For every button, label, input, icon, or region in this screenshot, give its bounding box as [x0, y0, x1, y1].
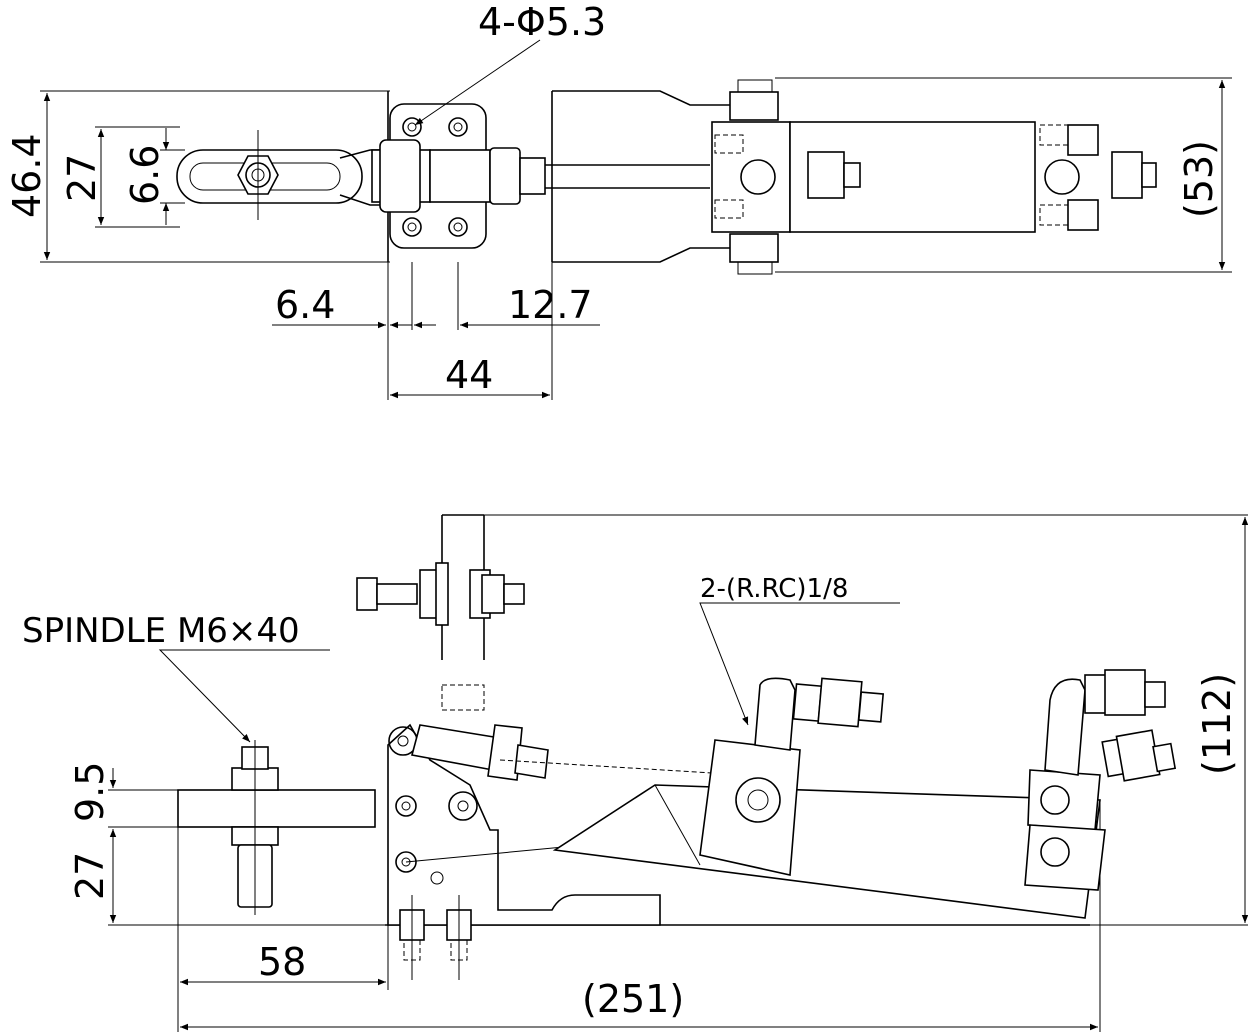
dim-arm-thickness: 9.5 [68, 762, 112, 822]
side-view: SPINDLE M6×40 2-(R.RC)1/8 (112) 9.5 27 5… [22, 514, 1248, 1032]
top-view: 4-Φ5.3 46.4 27 6.6 6.4 12.7 44 (53) [5, 0, 1232, 400]
dim-slot-width: 6.6 [123, 145, 167, 205]
port-label: 2-(R.RC)1/8 [700, 574, 848, 604]
dim-reach: 58 [258, 940, 306, 984]
dim-overall-width: 46.4 [5, 133, 49, 218]
dim-hole-pitch: 12.7 [508, 283, 593, 327]
dim-hole-offset: 6.4 [275, 283, 335, 327]
dim-overall-length: (251) [582, 977, 684, 1021]
dim-arm-height: 27 [68, 852, 112, 900]
dim-cylinder-width: (53) [1177, 140, 1221, 218]
dim-height: (112) [1195, 673, 1239, 775]
dim-arm-width: 27 [60, 154, 104, 202]
spindle-label: SPINDLE M6×40 [22, 611, 300, 651]
dim-base-length: 44 [445, 353, 493, 397]
hole-callout: 4-Φ5.3 [478, 0, 606, 44]
